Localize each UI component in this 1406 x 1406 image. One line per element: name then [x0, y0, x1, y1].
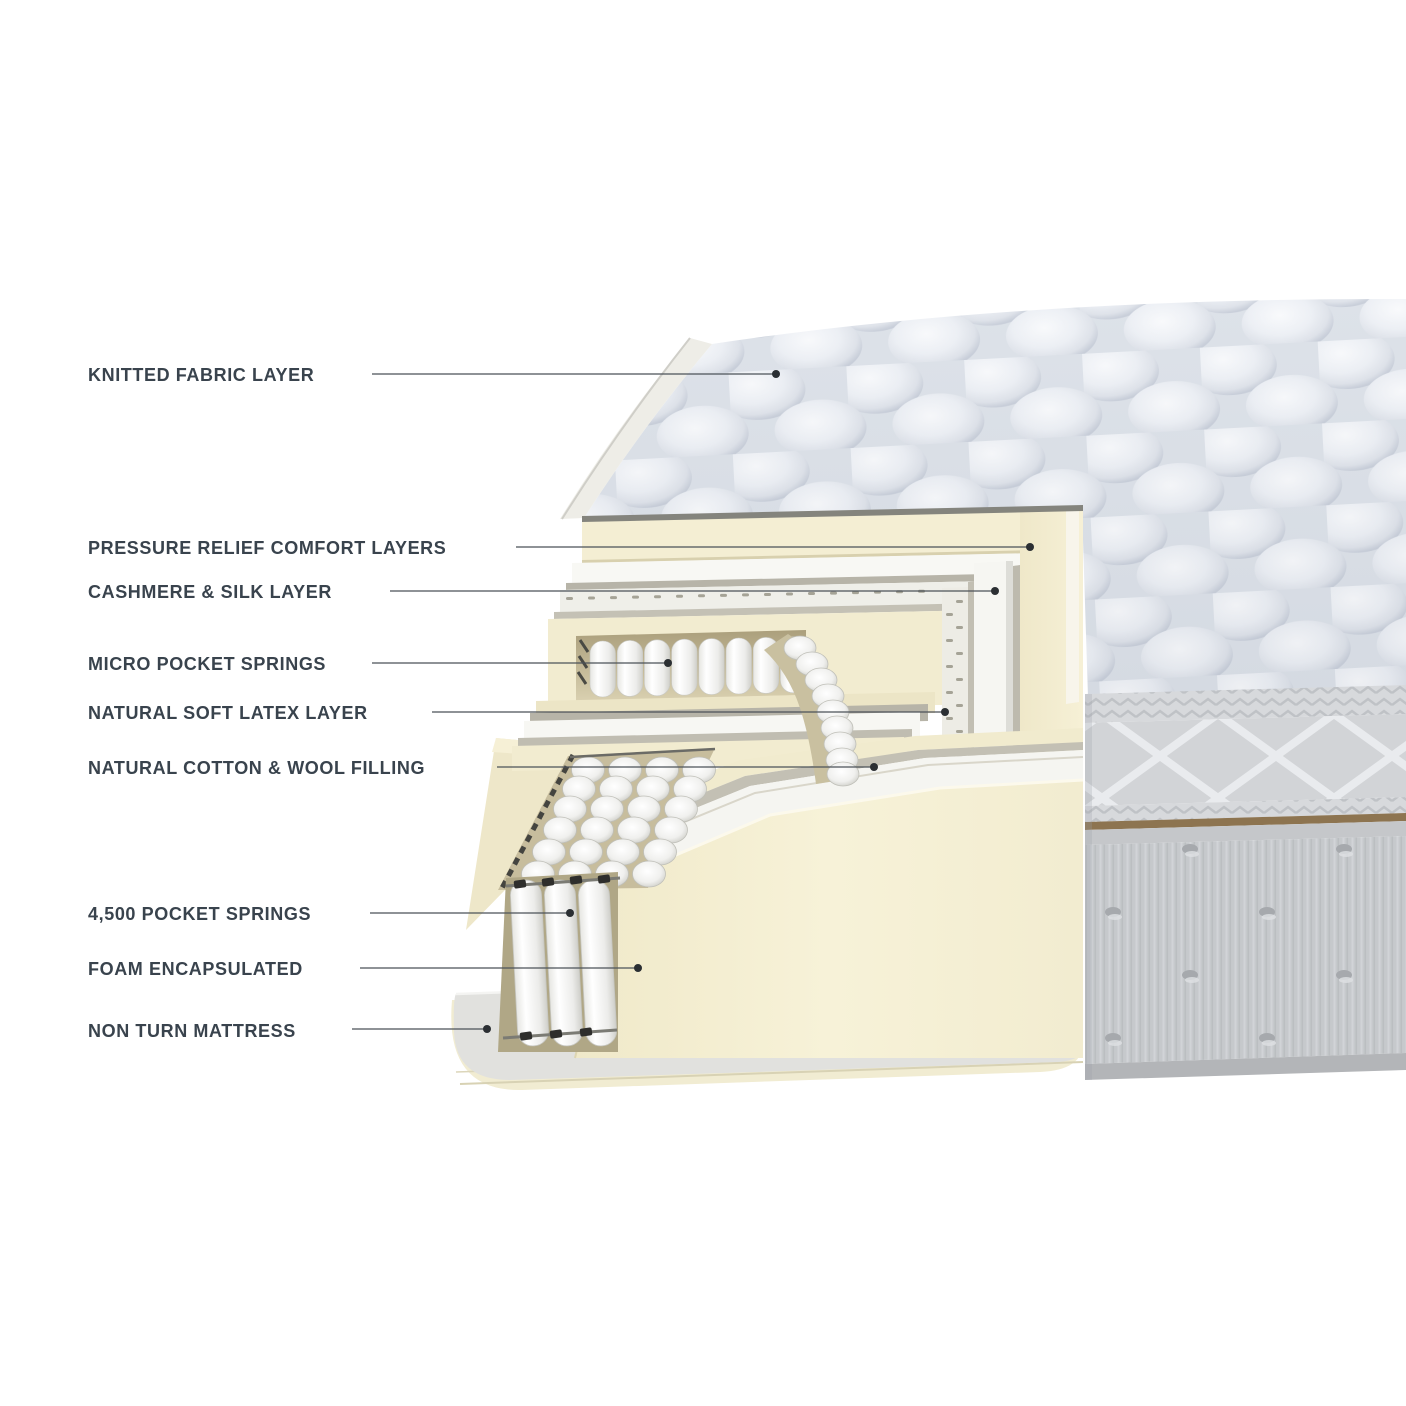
- knitted-fabric-top: [560, 298, 1406, 697]
- front-pocket-springs: [498, 872, 621, 1052]
- tape-stitch-dashes: [566, 589, 925, 600]
- left-foam-corner-block: [466, 738, 572, 930]
- pillowtop-seam-roll: [1085, 685, 1406, 723]
- gray-felt-line-1: [566, 572, 1083, 590]
- side-panel: [1085, 685, 1406, 1080]
- gray-wrap-line-2: [1013, 565, 1020, 780]
- pocket-spring-tops: [521, 756, 716, 888]
- micro-spring-arc: [764, 634, 860, 787]
- comfort-foam-shadow: [582, 549, 1083, 563]
- tan-piping: [1085, 813, 1406, 830]
- side-panel-bottom-band: [1085, 1053, 1406, 1080]
- cashmere-silk-wrap: [974, 561, 1013, 776]
- cotton-wool-layer: [578, 750, 1083, 880]
- cutaway-top-rim: [582, 505, 1083, 522]
- diamond-quilted-border: [1085, 714, 1406, 806]
- white-layer-band: [572, 552, 1083, 583]
- cashmere-wrap-shadow: [1006, 561, 1013, 772]
- leader-dots: [483, 370, 1034, 1033]
- leader-lines: [352, 373, 1030, 1030]
- gray-wrap-line-1: [968, 581, 974, 776]
- micro-pocket-springs-recess: [576, 630, 807, 701]
- comfort-foam-band: [582, 510, 1083, 563]
- gray-trim-band: [1085, 821, 1406, 845]
- right-layer-wrap: [942, 509, 1083, 782]
- mattress-top-edge-roll: [560, 338, 712, 519]
- spring-clips: [513, 874, 611, 1041]
- spring-top-wire: [569, 747, 716, 759]
- chevron-trim: [1085, 797, 1406, 822]
- wall-highlight: [1066, 510, 1079, 704]
- pocket-spring-grid: [498, 747, 716, 890]
